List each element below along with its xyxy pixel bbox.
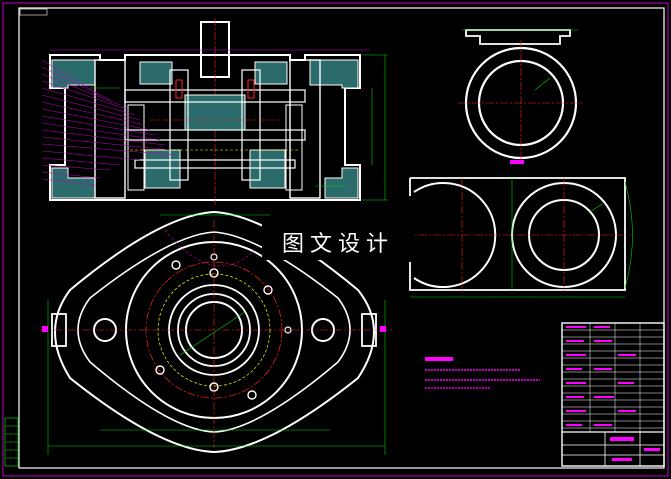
title-block	[561, 322, 665, 467]
inner-border	[18, 7, 665, 469]
binding-stamp	[4, 417, 19, 467]
watermark-label: 图文设计	[262, 224, 414, 260]
corner-tag	[19, 8, 48, 16]
side-view-double-ring	[405, 177, 633, 298]
plan-view-flange	[40, 210, 392, 455]
top-view-ring	[458, 29, 584, 166]
technical-notes	[425, 357, 540, 389]
front-section-view	[41, 18, 388, 205]
